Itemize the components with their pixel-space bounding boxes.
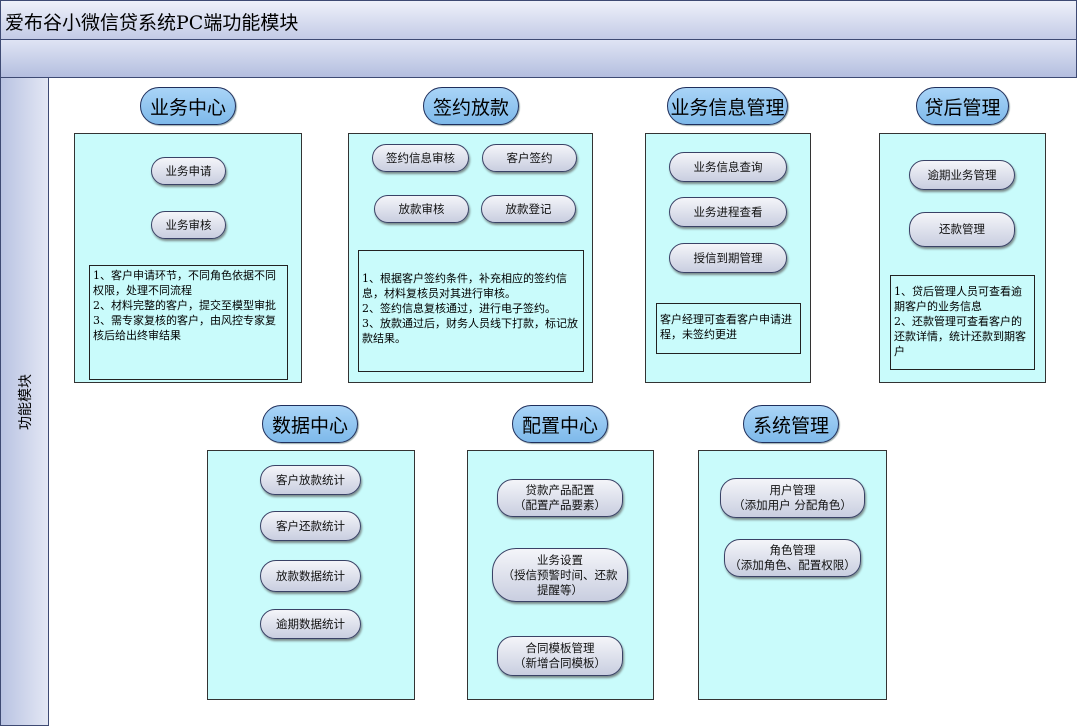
- contract-template-management-node: 合同模板管理 （新增合同模板）: [497, 636, 623, 676]
- side-bar: 功能模块: [0, 77, 49, 726]
- section-header-system-management: 系统管理: [743, 405, 839, 443]
- user-management-node: 用户管理 （添加用户 分配角色）: [720, 478, 865, 518]
- page-title: 爱布谷小微信贷系统PC端功能模块: [5, 12, 299, 34]
- customer-repayment-stats-node: 客户还款统计: [260, 511, 361, 541]
- credit-expiry-management-node: 授信到期管理: [669, 243, 787, 273]
- business-info-query-node: 业务信息查询: [669, 152, 787, 182]
- section-header-post-loan: 贷后管理: [916, 87, 1009, 125]
- sub-header-bar: [0, 39, 1077, 78]
- loan-data-stats-node: 放款数据统计: [260, 560, 361, 592]
- section-header-business-info: 业务信息管理: [667, 87, 788, 125]
- business-apply-node: 业务申请: [151, 157, 226, 185]
- section-header-data-center: 数据中心: [262, 405, 358, 443]
- post-loan-note: 1、贷后管理人员可查看逾期客户的业务信息 2、还款管理可查看客户的还款详情，统计…: [890, 275, 1035, 370]
- section-header-business-center: 业务中心: [140, 87, 236, 125]
- business-review-node: 业务审核: [151, 211, 226, 239]
- overdue-data-stats-node: 逾期数据统计: [260, 609, 361, 639]
- title-bar: 爱布谷小微信贷系统PC端功能模块: [0, 0, 1077, 40]
- side-label: 功能模块: [17, 373, 34, 430]
- role-management-node: 角色管理 （添加角色、配置权限）: [724, 539, 861, 577]
- signing-loan-note: 1、根据客户签约条件，补充相应的签约信息，材料复核员对其进行审核。 2、签约信息…: [358, 250, 584, 372]
- repayment-management-node: 还款管理: [909, 212, 1015, 247]
- loan-registration-node: 放款登记: [481, 195, 576, 223]
- business-progress-view-node: 业务进程查看: [669, 197, 787, 227]
- business-info-note: 客户经理可查看客户申请进程，未签约更进: [656, 303, 801, 354]
- section-header-signing-loan: 签约放款: [423, 87, 519, 125]
- loan-product-config-node: 贷款产品配置 （配置产品要素）: [497, 479, 623, 517]
- business-settings-node: 业务设置 （授信预警时间、还款 提醒等）: [492, 548, 628, 602]
- loan-review-node: 放款审核: [374, 195, 469, 223]
- overdue-business-management-node: 逾期业务管理: [909, 160, 1015, 190]
- customer-signing-node: 客户签约: [482, 144, 577, 172]
- business-center-note: 1、客户申请环节，不同角色依据不同权限，处理不同流程 2、材料完整的客户，提交至…: [89, 265, 288, 380]
- customer-loan-stats-node: 客户放款统计: [260, 465, 361, 495]
- signing-info-review-node: 签约信息审核: [372, 144, 469, 172]
- section-header-config-center: 配置中心: [512, 405, 608, 443]
